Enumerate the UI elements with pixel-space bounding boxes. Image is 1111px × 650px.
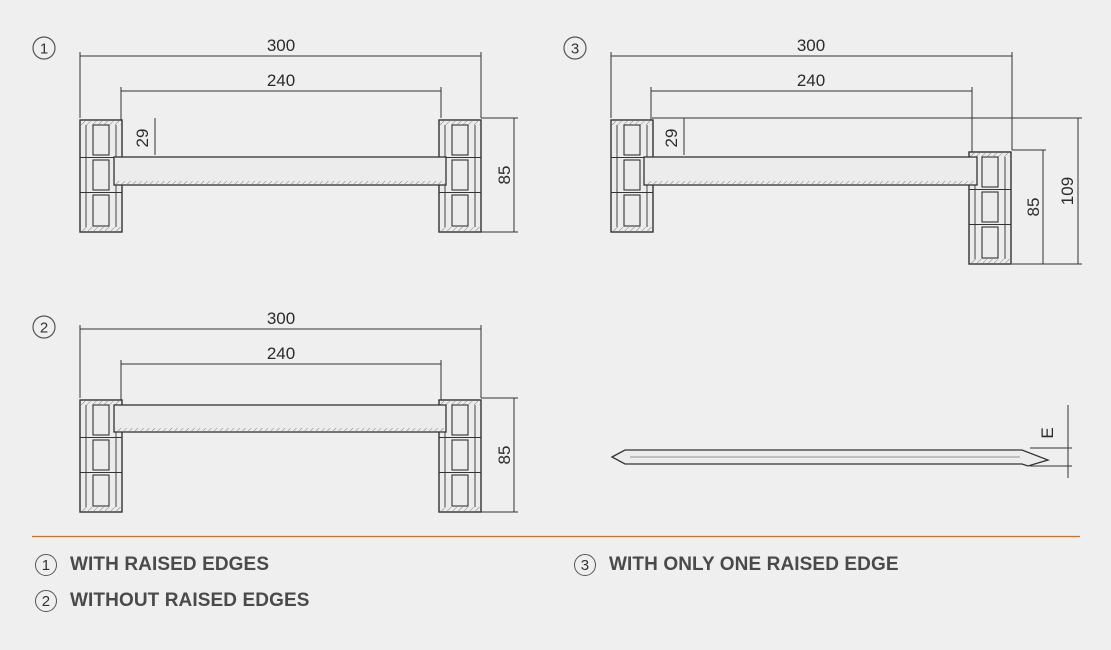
diagram-marker-2 xyxy=(32,315,56,339)
side-profile-view: E xyxy=(610,405,1072,478)
dim-small-label: 29 xyxy=(662,129,681,148)
diagram-with-raised-edges: 1 300 240 29 85 xyxy=(32,36,518,233)
legend-marker-1: 1 xyxy=(35,554,57,576)
diagram-marker-3-label: 3 xyxy=(571,41,579,58)
ramp-side-profile xyxy=(610,449,1051,467)
legend-marker-3: 3 xyxy=(574,554,596,576)
diagram-with-one-raised-edge: 3 300 240 29 85 109 xyxy=(563,36,1082,265)
dim-outer-label: 300 xyxy=(267,36,295,55)
dim-small-label: 29 xyxy=(133,129,152,148)
legend-label-3: WITH ONLY ONE RAISED EDGE xyxy=(609,554,899,575)
dim-height-label: 85 xyxy=(495,446,514,465)
ramp-deck xyxy=(113,156,447,186)
diagram-without-raised-edges: 2 300 240 85 xyxy=(32,309,518,513)
legend-item-1: 1 WITH RAISED EDGES xyxy=(35,554,269,576)
legend-marker-2: 2 xyxy=(35,590,57,612)
ramp-deck xyxy=(643,156,978,186)
dim-height-label: 85 xyxy=(495,166,514,185)
diagram-marker-2-label: 2 xyxy=(40,320,48,337)
legend-label-2: WITHOUT RAISED EDGES xyxy=(70,590,310,611)
dim-inner-label: 240 xyxy=(267,71,295,90)
diagram-marker-1 xyxy=(32,36,56,60)
legend-label-1: WITH RAISED EDGES xyxy=(70,554,270,575)
dim-inner-label: 240 xyxy=(267,344,295,363)
dim-edge-label: E xyxy=(1038,427,1057,438)
dim-outer-label: 300 xyxy=(797,36,825,55)
ramp-deck xyxy=(113,404,447,433)
dim-total-label: 109 xyxy=(1058,177,1077,205)
dim-height-label: 85 xyxy=(1024,198,1043,217)
legend-item-3: 3 WITH ONLY ONE RAISED EDGE xyxy=(574,554,899,576)
diagram-marker-3 xyxy=(563,36,587,60)
legend-item-2: 2 WITHOUT RAISED EDGES xyxy=(35,590,310,612)
diagram-marker-1-label: 1 xyxy=(40,41,48,58)
dim-inner-label: 240 xyxy=(797,71,825,90)
dim-outer-label: 300 xyxy=(267,309,295,328)
